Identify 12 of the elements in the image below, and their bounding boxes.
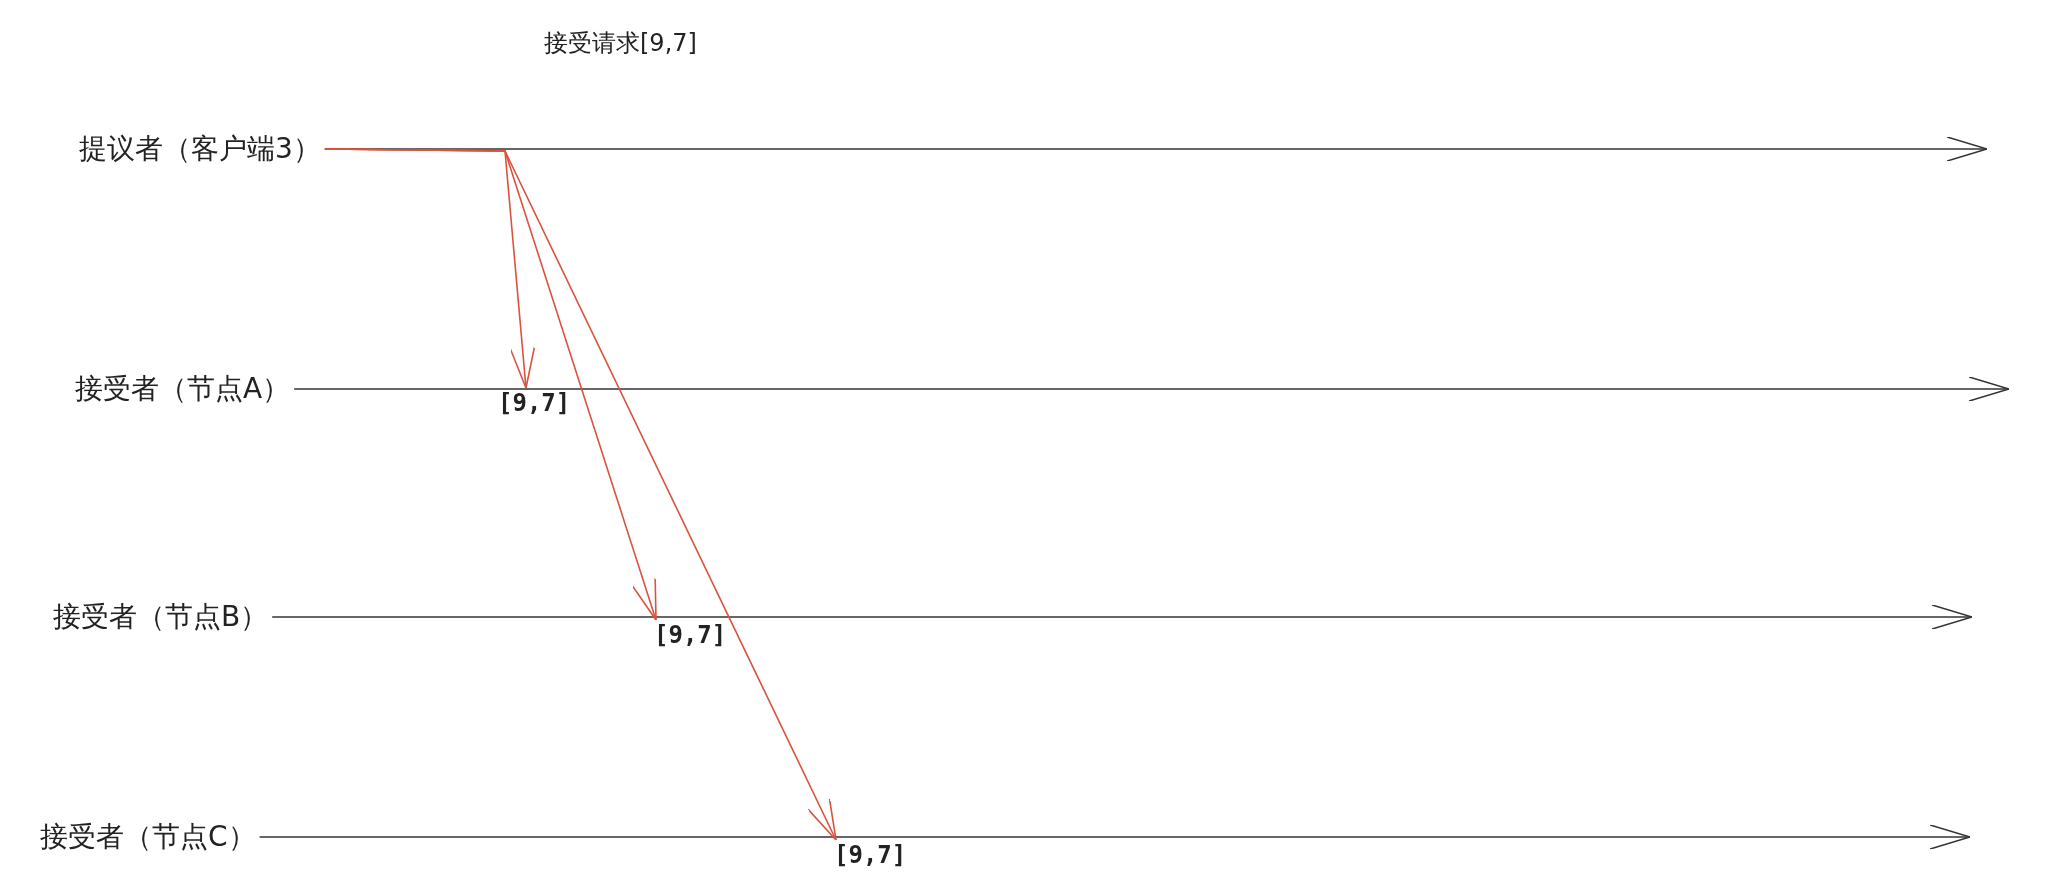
message-label: 接受请求[9,7] xyxy=(544,28,697,58)
message-arrow xyxy=(324,148,837,841)
lane-label: 接受者（节点B） xyxy=(53,599,269,635)
lane-label: 提议者（客户端3） xyxy=(79,131,321,167)
lane-label: 接受者（节点A） xyxy=(75,371,291,407)
timeline-arrow xyxy=(293,376,2010,402)
value-label: [9,7] xyxy=(498,388,571,418)
lane-label: 接受者（节点C） xyxy=(40,819,256,855)
value-label: [9,7] xyxy=(834,840,907,870)
timeline-arrow xyxy=(271,604,1973,630)
timeline-arrow xyxy=(258,824,1971,850)
value-label: [9,7] xyxy=(654,620,727,650)
